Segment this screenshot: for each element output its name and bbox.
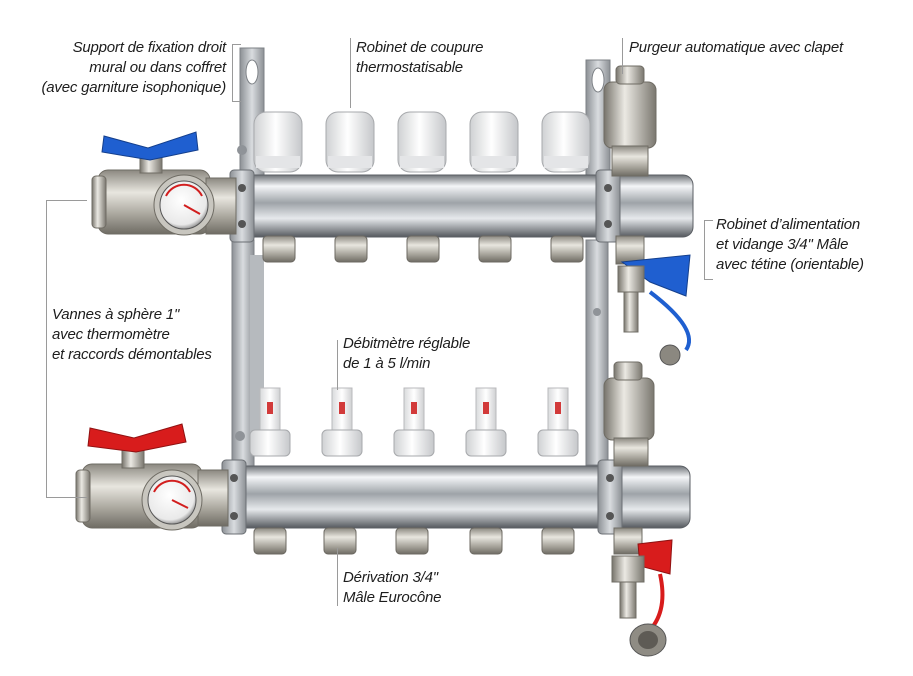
label-debitmetre: Débitmètre réglable de 1 à 5 l/min — [343, 334, 470, 374]
air-vent-top — [603, 65, 657, 177]
label-robinet-alimentation-line-3: avec tétine (orientable) — [716, 256, 864, 273]
label-debitmetre-line-2: de 1 à 5 l/min — [343, 355, 431, 372]
leader-debitmetre — [337, 340, 338, 390]
label-robinet-coupure-line-2: thermostatisable — [356, 59, 463, 76]
top-outlets — [262, 235, 584, 263]
label-support-line-2: mural ou dans coffret — [89, 59, 226, 76]
label-purgeur-line-1: Purgeur automatique avec clapet — [629, 39, 843, 56]
leader-vannes — [46, 200, 87, 498]
air-vent-bottom — [603, 361, 655, 467]
label-derivation-line-1: Dérivation 3/4" — [343, 569, 438, 586]
label-purgeur: Purgeur automatique avec clapet — [629, 38, 843, 58]
label-derivation-line-2: Mâle Eurocône — [343, 589, 442, 606]
leader-purgeur — [622, 38, 623, 74]
label-robinet-alimentation: Robinet d’alimentation et vidange 3/4" M… — [716, 215, 864, 275]
label-robinet-alimentation-line-2: et vidange 3/4" Mâle — [716, 236, 849, 253]
drain-valve-bottom — [611, 527, 673, 657]
label-robinet-alimentation-line-1: Robinet d’alimentation — [716, 216, 861, 233]
label-vannes: Vannes à sphère 1" avec thermomètre et r… — [52, 305, 212, 365]
label-vannes-line-3: et raccords démontables — [52, 346, 212, 363]
ball-valve-bottom — [75, 423, 229, 531]
leader-robinet-coupure — [350, 38, 351, 108]
manifold-top-bar — [229, 169, 694, 243]
leader-robinet-alimentation — [704, 220, 713, 280]
label-support: Support de fixation droit mural ou dans … — [20, 38, 226, 98]
leader-support — [232, 44, 241, 102]
drain-valve-top — [615, 235, 692, 366]
ball-valve-top — [91, 131, 237, 236]
label-vannes-line-2: avec thermomètre — [52, 326, 170, 343]
leader-derivation — [337, 548, 338, 606]
label-robinet-coupure: Robinet de coupure thermostatisable — [356, 38, 484, 78]
label-debitmetre-line-1: Débitmètre réglable — [343, 335, 471, 352]
label-derivation: Dérivation 3/4" Mâle Eurocône — [343, 568, 441, 608]
bracket-left — [231, 47, 265, 471]
flow-meters — [249, 387, 579, 457]
manifold-bottom-bar — [221, 459, 691, 535]
label-vannes-line-1: Vannes à sphère 1" — [52, 306, 180, 323]
label-robinet-coupure-line-1: Robinet de coupure — [356, 39, 484, 56]
bottom-outlets — [253, 527, 575, 555]
label-support-line-3: (avec garniture isophonique) — [41, 79, 226, 96]
thermostatic-caps — [253, 111, 591, 173]
label-support-line-1: Support de fixation droit — [72, 39, 227, 56]
